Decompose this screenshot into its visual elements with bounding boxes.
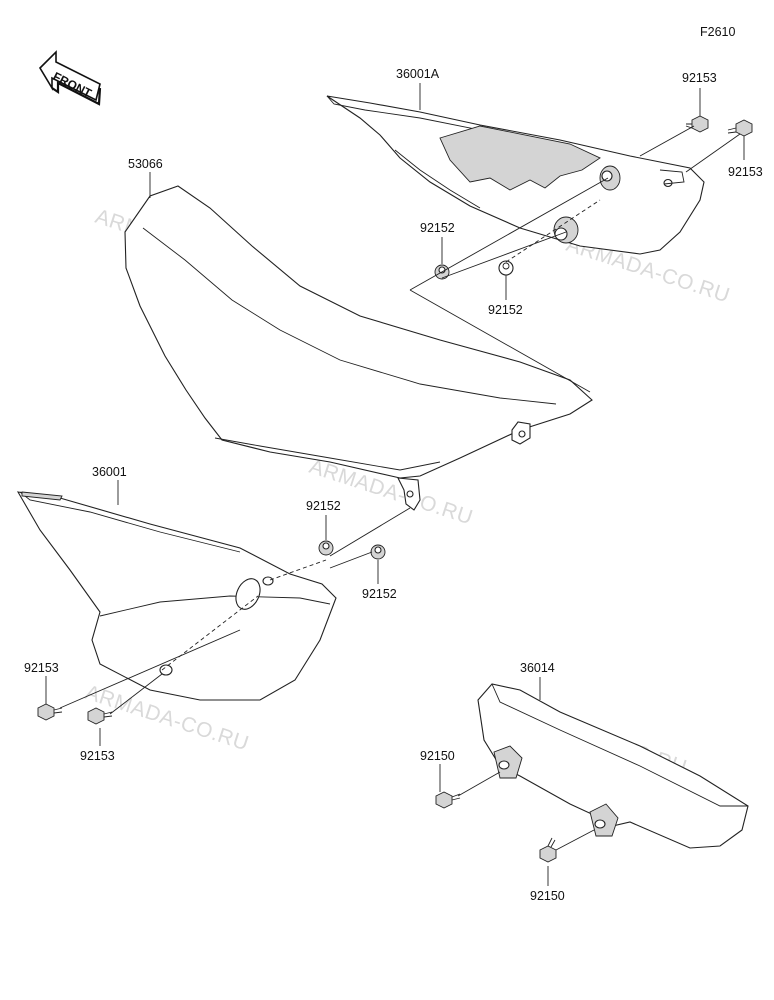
fastener-label-92152: 92152 [420,221,455,235]
left-side-cover [16,491,337,701]
chain-guard [477,683,749,849]
collar-icon [370,544,386,560]
bolt-icon [87,707,113,725]
bolt-icon [539,837,557,863]
fastener-label-92153: 92153 [728,165,763,179]
fastener-label-92153: 92153 [24,661,59,675]
part-label-53066: 53066 [128,157,163,171]
fastener-label-92153: 92153 [80,749,115,763]
bolt-icon [435,791,461,809]
part-label-36014: 36014 [520,661,555,675]
part-label-36001A: 36001A [396,67,440,81]
bolt-icon [37,703,63,721]
fastener-label-92152: 92152 [362,587,397,601]
collar-icon [498,260,514,276]
figure-code: F2610 [700,25,735,39]
fasteners [37,115,753,863]
dashed-leaders [161,199,601,671]
bolt-icon [727,119,753,137]
fastener-label-92152: 92152 [306,499,341,513]
fastener-label-92152: 92152 [488,303,523,317]
part-label-36001: 36001 [92,465,127,479]
upper-right-side-cover [326,95,705,255]
fastener-label-92153: 92153 [682,71,717,85]
leader-lines [45,83,745,886]
fastener-label-92150: 92150 [420,749,455,763]
collar-icon [318,540,334,556]
front-arrow-icon: FRONT [38,50,102,106]
bolt-icon [685,115,709,133]
fastener-label-92150: 92150 [530,889,565,903]
part-labels: 36001A 53066 36001 36014 92153 92153 921… [24,67,763,903]
seat [124,185,593,511]
